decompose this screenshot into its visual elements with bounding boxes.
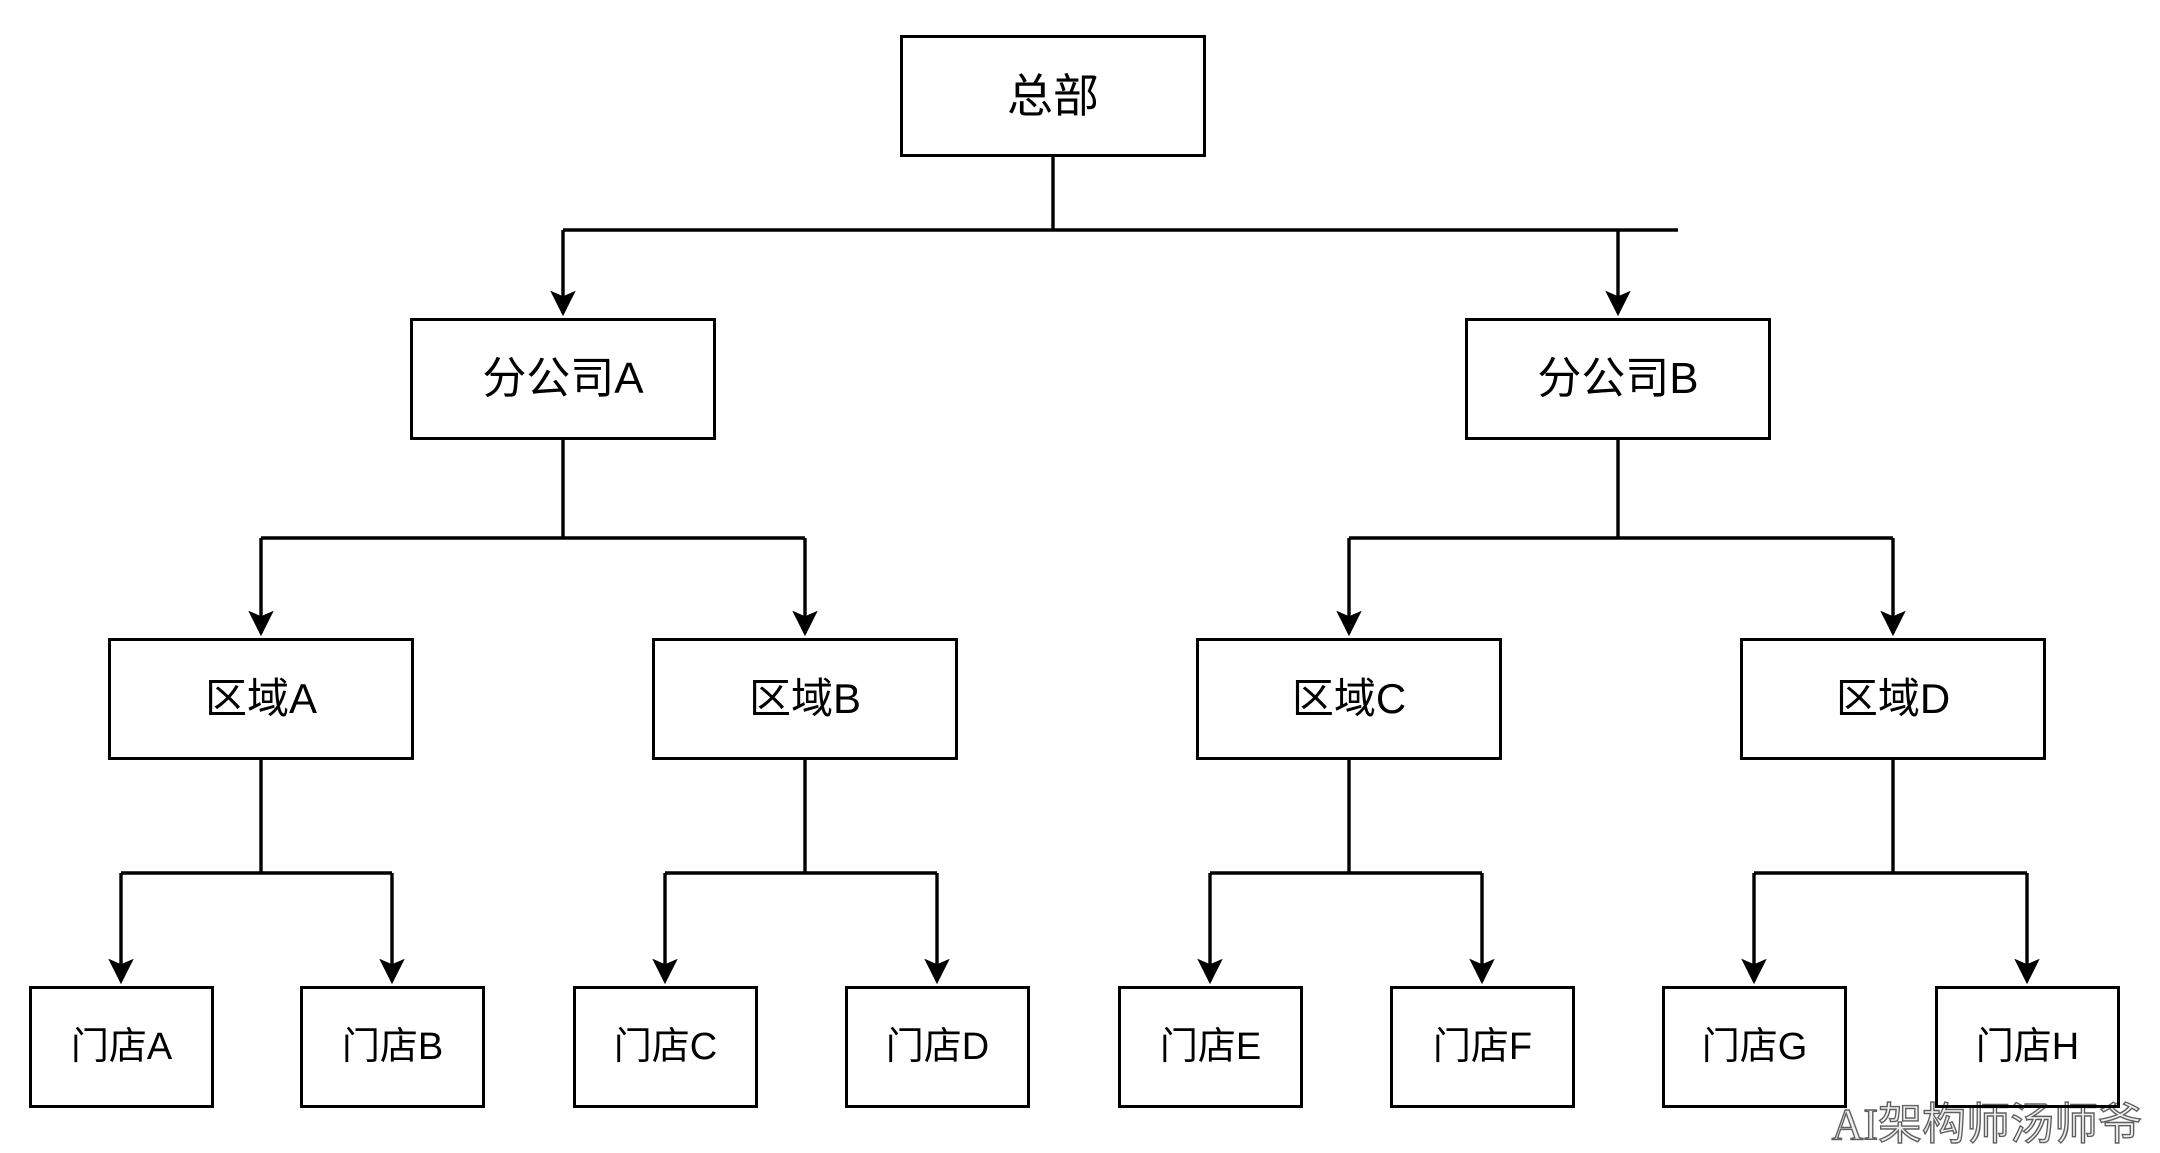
node-label: 区域D: [1835, 675, 1951, 722]
node-label: 总部: [1007, 70, 1099, 122]
node-label: 门店H: [1975, 1026, 2080, 1068]
node-label: 区域A: [204, 675, 317, 722]
node-store-a[interactable]: 门店A: [29, 986, 214, 1108]
node-branch-a[interactable]: 分公司A: [410, 318, 716, 440]
node-store-g[interactable]: 门店G: [1662, 986, 1847, 1108]
node-store-f[interactable]: 门店F: [1390, 986, 1575, 1108]
node-label: 区域B: [748, 675, 861, 722]
node-region-c[interactable]: 区域C: [1196, 638, 1502, 760]
node-label: 门店C: [613, 1026, 718, 1068]
node-store-h[interactable]: 门店H: [1935, 986, 2120, 1108]
node-region-a[interactable]: 区域A: [108, 638, 414, 760]
node-label: 分公司B: [1537, 354, 1699, 403]
node-label: 分公司A: [482, 354, 644, 403]
node-label: 门店G: [1701, 1026, 1808, 1068]
node-branch-b[interactable]: 分公司B: [1465, 318, 1771, 440]
node-label: 门店A: [70, 1026, 173, 1068]
node-label: 门店F: [1432, 1026, 1533, 1068]
node-store-d[interactable]: 门店D: [845, 986, 1030, 1108]
node-region-d[interactable]: 区域D: [1740, 638, 2046, 760]
node-store-e[interactable]: 门店E: [1118, 986, 1303, 1108]
node-label: 门店B: [341, 1026, 444, 1068]
node-headquarters[interactable]: 总部: [900, 35, 1206, 157]
node-label: 门店E: [1159, 1026, 1262, 1068]
node-store-c[interactable]: 门店C: [573, 986, 758, 1108]
node-label: 门店D: [885, 1026, 990, 1068]
node-region-b[interactable]: 区域B: [652, 638, 958, 760]
node-store-b[interactable]: 门店B: [300, 986, 485, 1108]
node-label: 区域C: [1291, 675, 1407, 722]
